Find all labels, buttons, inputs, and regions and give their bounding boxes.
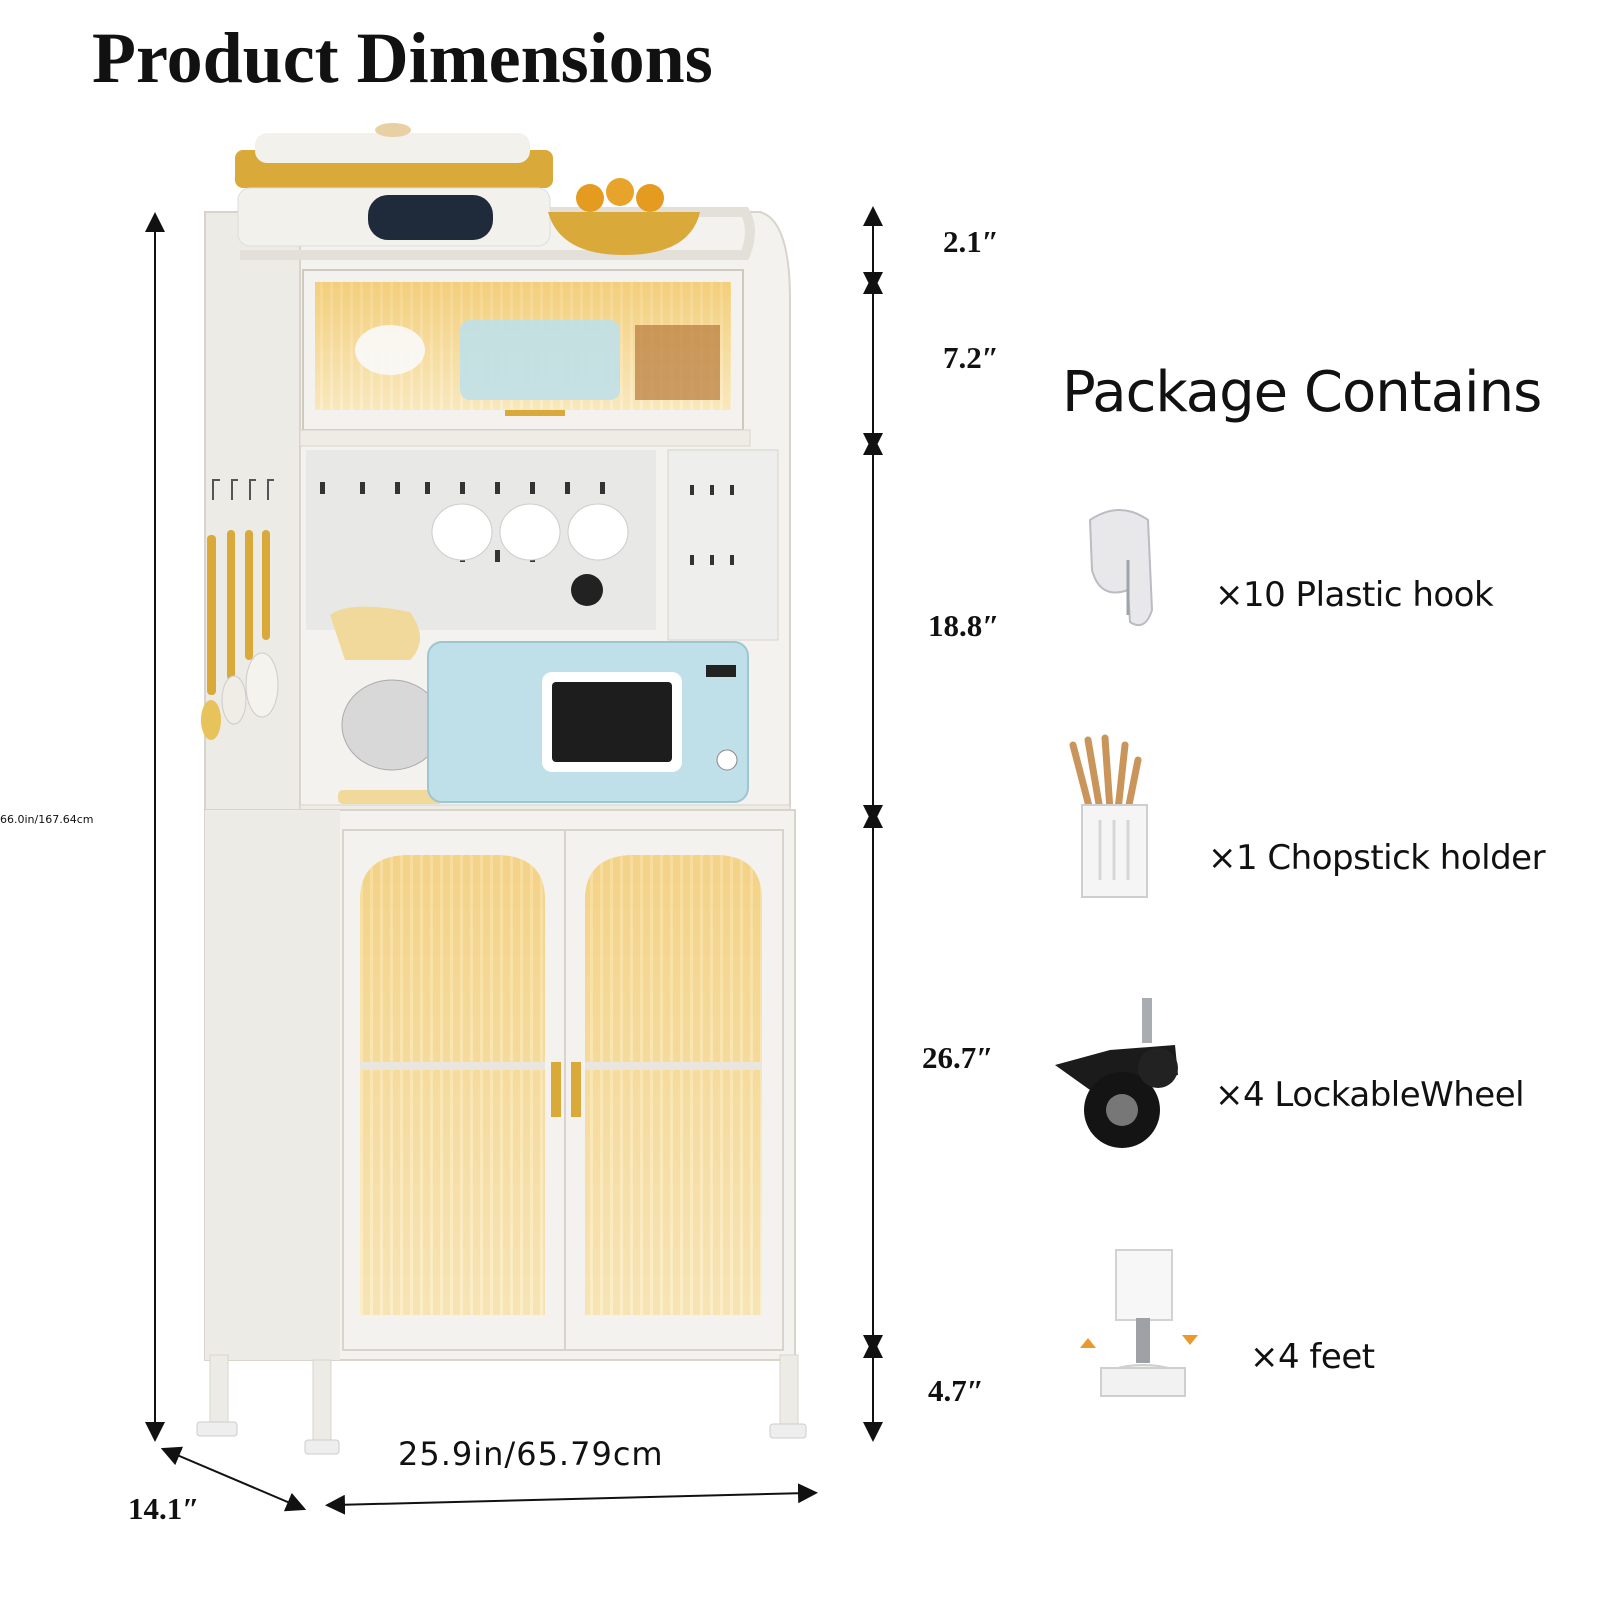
total-height-label: 66.0in/167.64cm	[0, 813, 94, 826]
package-item-label: ×4 feet	[1250, 1337, 1375, 1377]
section-height-label: 26.7″	[922, 1040, 994, 1075]
section-height-label: 2.1″	[943, 224, 999, 259]
page-title: Product Dimensions	[92, 18, 713, 98]
package-item-label: ×4 LockableWheel	[1215, 1075, 1525, 1115]
section-height-label: 7.2″	[943, 340, 999, 375]
cabinet	[196, 123, 807, 1455]
package-item-label: ×1 Chopstick holder	[1208, 838, 1546, 878]
width-label: 25.9in/65.79cm	[398, 1435, 664, 1473]
width-dimension-arrow	[325, 1483, 818, 1515]
section-height-label: 18.8″	[928, 608, 1000, 643]
depth-dimension-arrow	[160, 1446, 307, 1512]
package-contains-title: Package Contains	[1062, 360, 1542, 425]
section-height-label: 4.7″	[928, 1373, 984, 1408]
package-item-label: ×10 Plastic hook	[1215, 575, 1494, 615]
depth-label: 14.1″	[128, 1491, 200, 1526]
